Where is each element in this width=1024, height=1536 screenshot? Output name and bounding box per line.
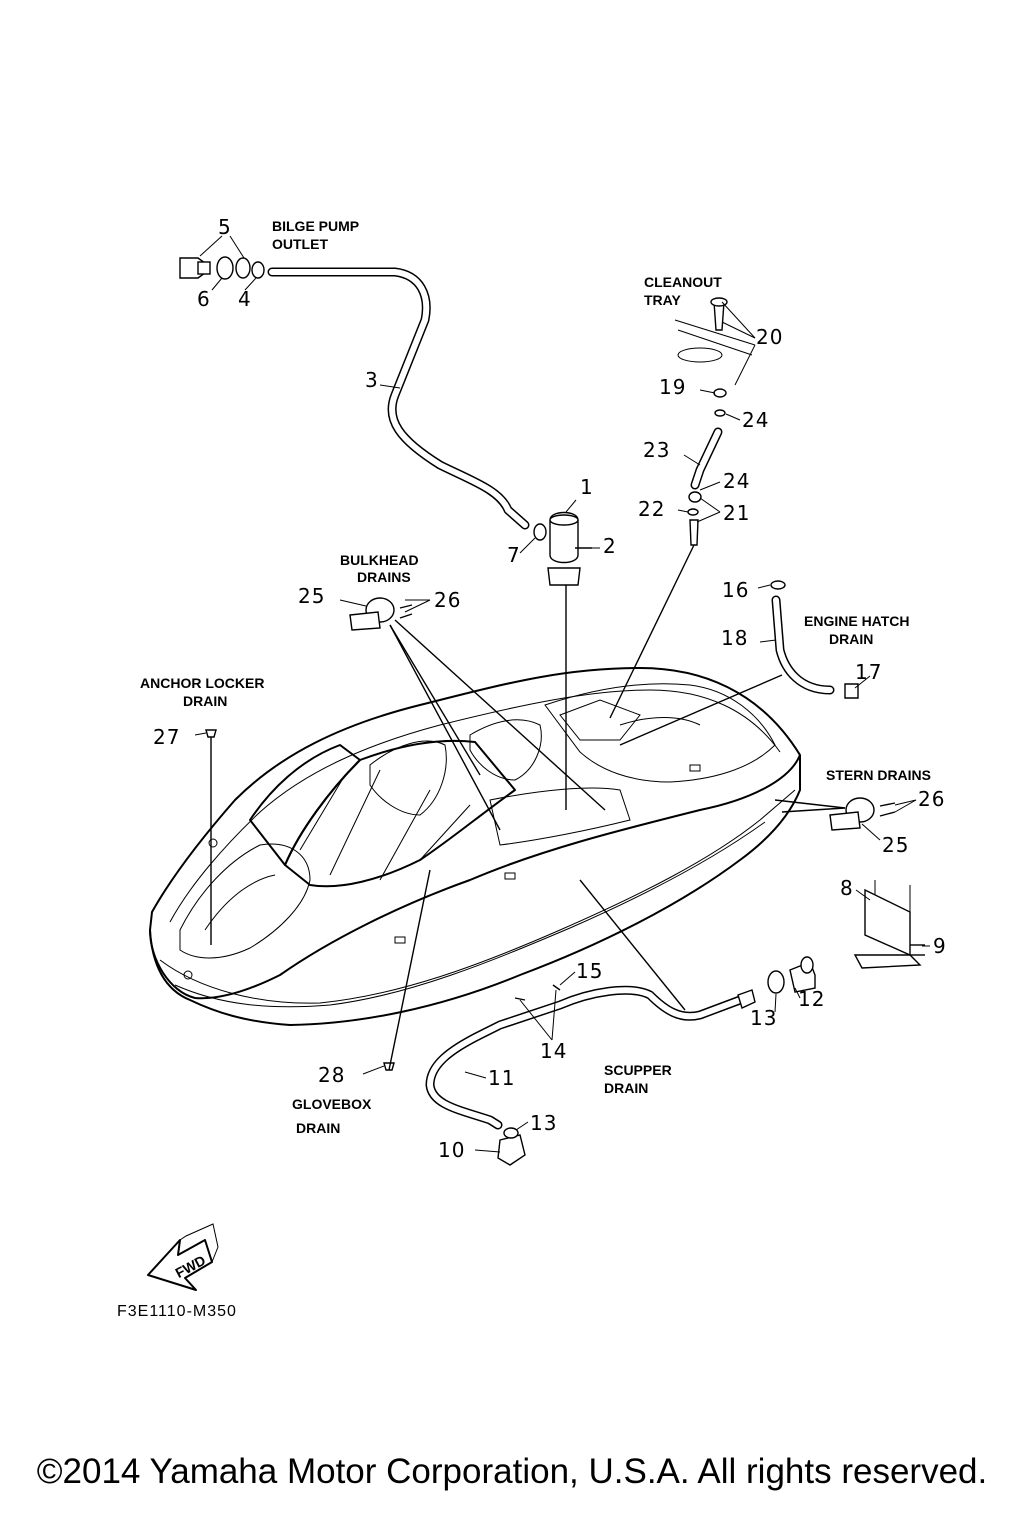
callout-18: 18 xyxy=(721,626,748,650)
stern-drain xyxy=(774,797,896,831)
leader-lines xyxy=(194,235,930,1153)
label-anchor-locker-drain-line1: ANCHOR LOCKER xyxy=(140,675,264,691)
cleanout-tray xyxy=(609,297,756,719)
label-engine-hatch-drain-line2: DRAIN xyxy=(829,631,873,647)
label-anchor-locker-drain-line2: DRAIN xyxy=(183,693,227,709)
fwd-arrow-icon: FWD xyxy=(147,1223,219,1291)
bulkhead-drain xyxy=(349,597,606,831)
callout-12: 12 xyxy=(798,987,825,1011)
label-bilge-pump-outlet-line2: OUTLET xyxy=(272,236,328,252)
callout-14: 14 xyxy=(540,1039,567,1063)
bilge-pump-hose xyxy=(179,256,547,541)
label-glovebox-drain-line2: DRAIN xyxy=(296,1120,340,1136)
callout-16: 16 xyxy=(722,578,749,602)
label-cleanout-tray-line1: CLEANOUT xyxy=(644,274,722,290)
copyright-notice: ©2014 Yamaha Motor Corporation, U.S.A. A… xyxy=(36,1452,988,1491)
callout-20: 20 xyxy=(756,325,783,349)
screws xyxy=(205,729,431,1071)
callout-4: 4 xyxy=(238,287,252,311)
callout-numbers: 5 6 4 3 1 7 2 20 19 24 23 24 22 21 25 26… xyxy=(153,215,947,1162)
callout-22: 22 xyxy=(638,497,665,521)
fwd-label: FWD xyxy=(172,1252,208,1281)
callout-19: 19 xyxy=(659,375,686,399)
callout-9: 9 xyxy=(933,934,947,958)
bracket xyxy=(853,880,925,969)
callout-15: 15 xyxy=(576,959,603,983)
label-scupper-drain-line2: DRAIN xyxy=(604,1080,648,1096)
bilge-pump xyxy=(547,511,592,810)
callout-26b: 26 xyxy=(918,787,945,811)
callout-10: 10 xyxy=(438,1138,465,1162)
label-bulkhead-drains-line2: DRAINS xyxy=(357,569,411,585)
callout-13b: 13 xyxy=(530,1111,557,1135)
label-stern-drains: STERN DRAINS xyxy=(826,767,931,783)
callout-25b: 25 xyxy=(882,833,909,857)
callout-2: 2 xyxy=(603,534,617,558)
callout-26a: 26 xyxy=(434,588,461,612)
callout-24b: 24 xyxy=(723,469,750,493)
callout-27: 27 xyxy=(153,725,180,749)
callout-25a: 25 xyxy=(298,584,325,608)
callout-7: 7 xyxy=(507,543,521,567)
boat-hull xyxy=(149,667,801,1026)
callout-3: 3 xyxy=(365,368,379,392)
engine-hatch-drain xyxy=(619,580,859,746)
callout-1: 1 xyxy=(580,475,594,499)
callout-28: 28 xyxy=(318,1063,345,1087)
label-scupper-drain-line1: SCUPPER xyxy=(604,1062,672,1078)
callout-11: 11 xyxy=(488,1066,515,1090)
callout-13a: 13 xyxy=(750,1006,777,1030)
callout-8: 8 xyxy=(840,876,854,900)
label-cleanout-tray-line2: TRAY xyxy=(644,292,681,308)
label-engine-hatch-drain-line1: ENGINE HATCH xyxy=(804,613,910,629)
label-bilge-pump-outlet-line1: BILGE PUMP xyxy=(272,218,359,234)
label-glovebox-drain-line1: GLOVEBOX xyxy=(292,1096,372,1112)
callout-17: 17 xyxy=(855,660,882,684)
scupper-drain-hose xyxy=(425,879,816,1166)
callout-23: 23 xyxy=(643,438,670,462)
diagram-code: F3E1110-M350 xyxy=(117,1303,237,1320)
section-labels: BILGE PUMP OUTLET CLEANOUT TRAY BULKHEAD… xyxy=(140,218,931,1136)
callout-24a: 24 xyxy=(742,408,769,432)
callout-5: 5 xyxy=(218,215,232,239)
label-bulkhead-drains-line1: BULKHEAD xyxy=(340,552,419,568)
callout-21: 21 xyxy=(723,501,750,525)
callout-6: 6 xyxy=(197,287,211,311)
